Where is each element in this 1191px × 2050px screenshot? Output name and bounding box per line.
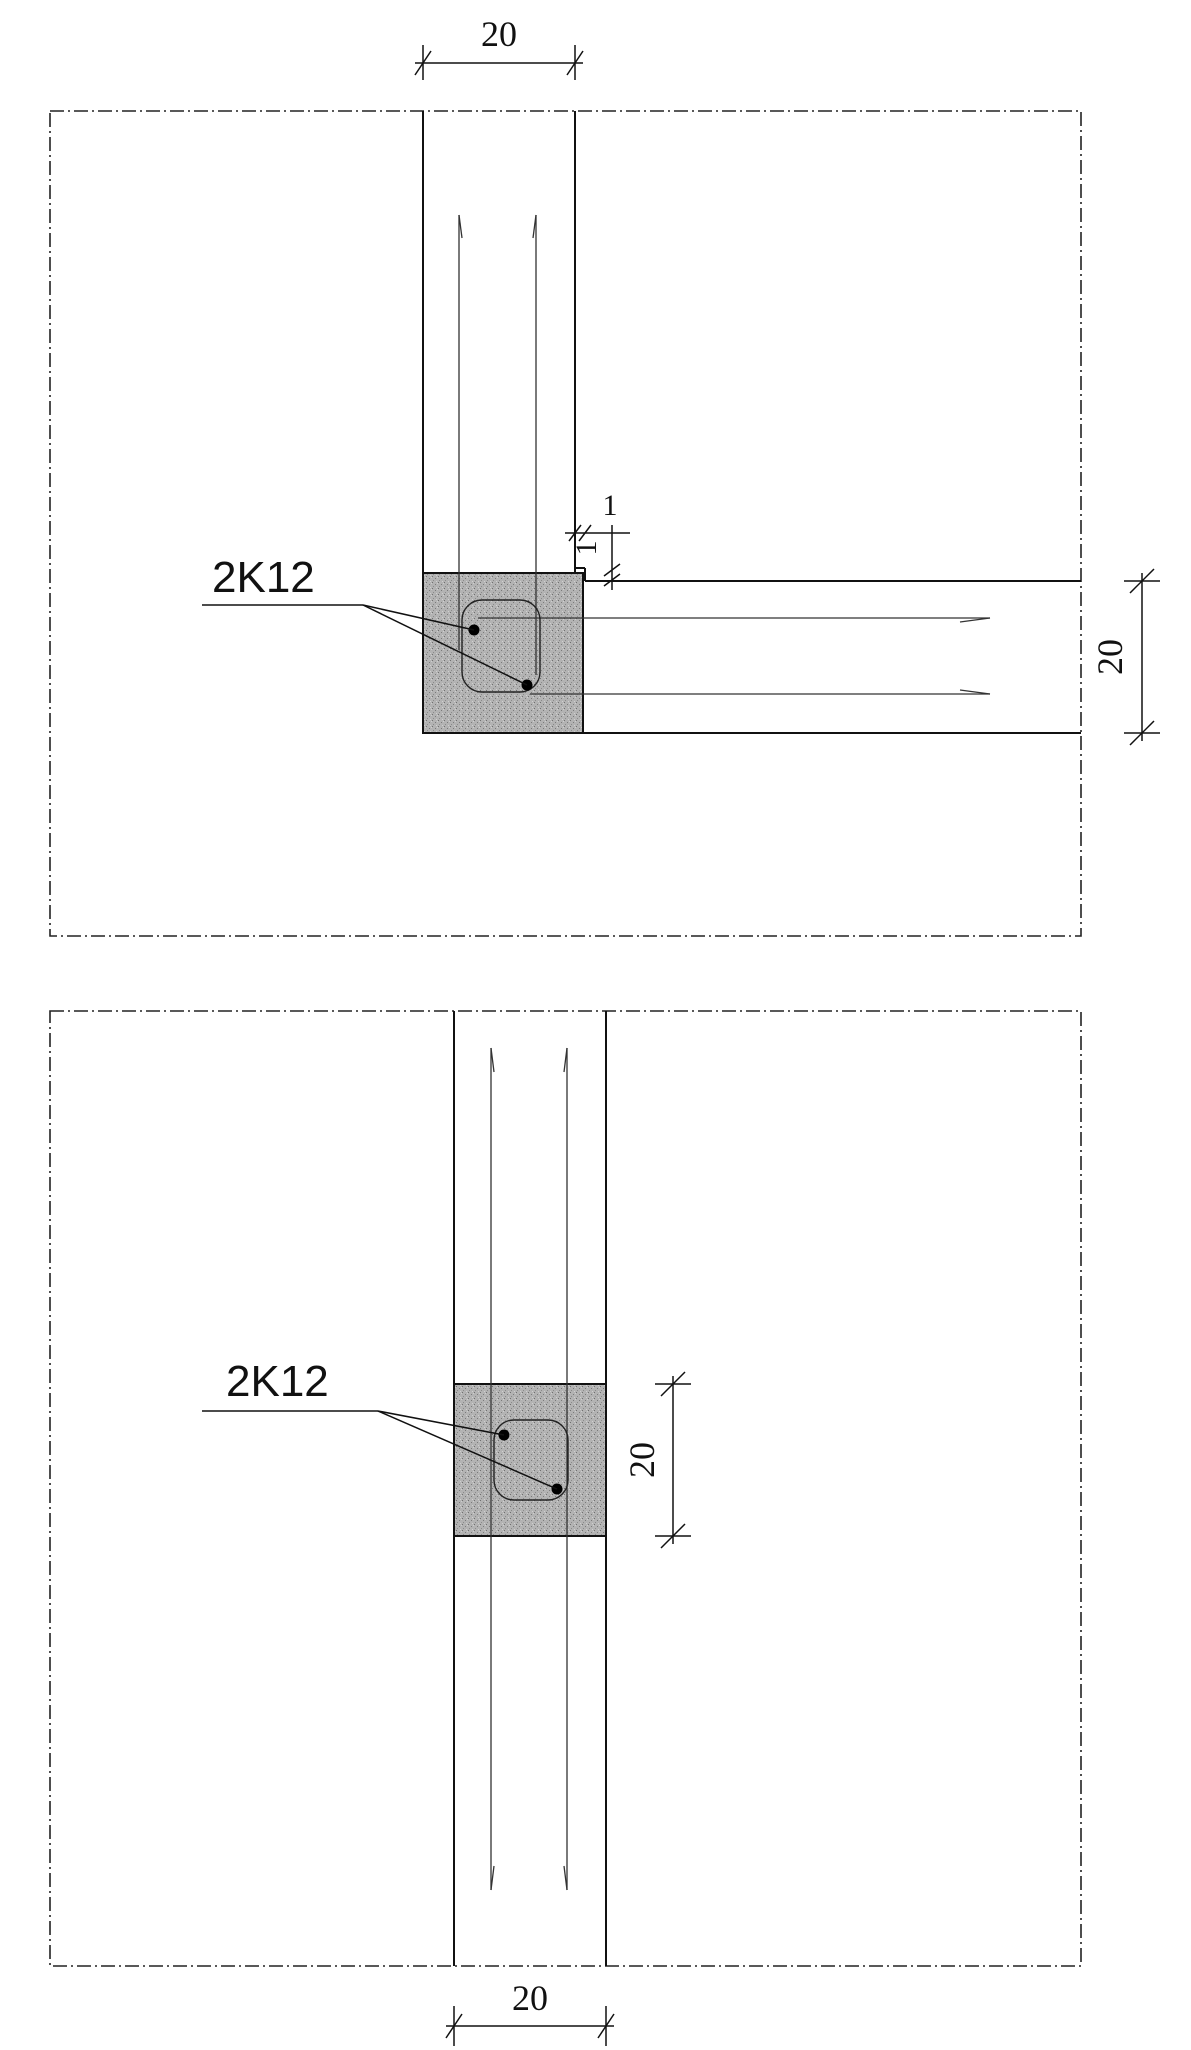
- top-horizontal-rebar-bottom-hook: [959, 689, 991, 695]
- top-dim-text: 20: [481, 14, 517, 54]
- top-dim-tick-right: [566, 50, 584, 76]
- bottom-right-dim-text: 20: [622, 1442, 662, 1478]
- bottom-view: 2K12 20 20: [49, 1010, 1082, 2046]
- bottom-dim-tick-right: [597, 2013, 615, 2039]
- top-column-tie: [461, 599, 541, 693]
- top-dim-tick-left: [414, 50, 432, 76]
- bottom-dim-tick-left: [445, 2013, 463, 2039]
- bottom-rebar-right-top-hook: [563, 1047, 568, 1073]
- top-view: 2K12 20 20 1 1: [49, 14, 1160, 937]
- top-gap-dim-text: 1: [603, 489, 618, 522]
- bottom-view-frame: [49, 1010, 1082, 1967]
- top-leader-line-2: [362, 604, 528, 686]
- bottom-rebar-left-top-hook: [490, 1047, 495, 1073]
- top-right-dim-tick-bottom: [1129, 720, 1155, 746]
- top-vertical-rebar-right-hook: [532, 214, 537, 239]
- bottom-dim-text: 20: [512, 1978, 548, 2018]
- top-leader-line-1: [362, 604, 475, 631]
- top-view-frame: [49, 110, 1082, 937]
- bottom-leader-line-1: [377, 1410, 505, 1436]
- top-vertical-rebar-left-hook: [458, 214, 463, 239]
- top-rebar-label: 2K12: [212, 553, 315, 602]
- top-corner-column: [422, 572, 584, 734]
- bottom-right-dim-tick-top: [660, 1371, 686, 1397]
- top-horizontal-rebar-top-hook: [959, 617, 991, 623]
- top-gap-dim-vtick-1: [603, 563, 621, 577]
- bottom-rebar-label: 2K12: [226, 1357, 329, 1406]
- bottom-column-tie: [493, 1419, 569, 1501]
- bottom-leader-line-2: [377, 1410, 558, 1490]
- bottom-rebar-right-bottom-hook: [563, 1865, 568, 1891]
- top-gap-dim-tick-left: [568, 524, 582, 542]
- top-gap-dim-tick-right: [578, 524, 592, 542]
- bottom-column: [453, 1383, 607, 1537]
- bottom-right-dim-tick-bottom: [660, 1523, 686, 1549]
- top-gap-dim-vtick-2: [603, 573, 621, 587]
- top-gap-dim-text-vertical: 1: [570, 541, 603, 556]
- bottom-rebar-left-bottom-hook: [490, 1865, 495, 1891]
- top-right-dim-tick-top: [1129, 568, 1155, 594]
- top-right-dim-text: 20: [1090, 639, 1130, 675]
